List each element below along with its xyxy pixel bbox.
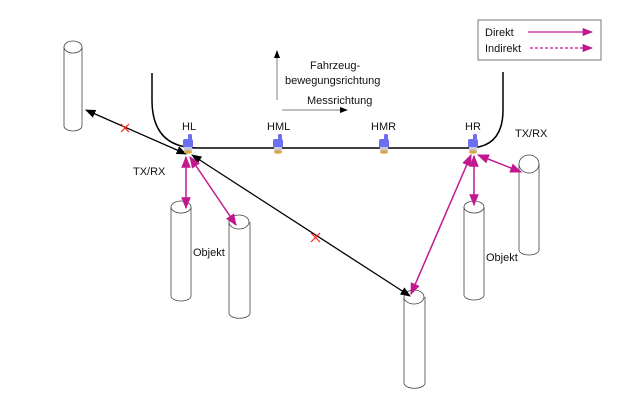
legend-box bbox=[477, 19, 602, 61]
sensor-label-hr: HR bbox=[465, 121, 481, 133]
sensor-hl[interactable] bbox=[183, 134, 193, 154]
direct-path-hl-object2 bbox=[189, 156, 237, 226]
txrx-label-left: TX/RX bbox=[133, 166, 166, 178]
blocked-path-hl-center bbox=[191, 154, 411, 297]
measurement-arrowhead-icon bbox=[340, 107, 348, 113]
blocked-x-icon-2 bbox=[310, 232, 321, 243]
legend-direct-label: Direkt bbox=[485, 27, 514, 39]
vehicle-motion-label-line2: bewegungsrichtung bbox=[285, 75, 380, 87]
sensor-label-hl: HL bbox=[182, 121, 196, 133]
sensor-label-hml: HML bbox=[267, 121, 290, 133]
sensor-hr[interactable] bbox=[468, 134, 478, 154]
object-label-left: Objekt bbox=[193, 247, 225, 259]
object-right-2 bbox=[518, 154, 540, 256]
vehicle-motion-arrowhead-icon bbox=[274, 50, 280, 58]
direct-path-hr-object2 bbox=[476, 154, 523, 173]
legend-indirect-label: Indirekt bbox=[485, 43, 521, 55]
object-label-right: Objekt bbox=[486, 252, 518, 264]
object-center-bottom bbox=[403, 289, 426, 389]
sensor-hml[interactable] bbox=[273, 134, 283, 154]
blocked-path-hl-topleft bbox=[85, 109, 187, 155]
object-top-left bbox=[63, 40, 83, 132]
sensor-hmr[interactable] bbox=[379, 134, 389, 154]
object-left-2 bbox=[228, 214, 251, 319]
measurement-direction-label: Messrichtung bbox=[307, 95, 372, 107]
blocked-x-icon-1 bbox=[120, 123, 130, 133]
sensor-label-hmr: HMR bbox=[371, 121, 396, 133]
direction-indicators: Fahrzeug- bewegungsrichtung Messrichtung bbox=[274, 50, 380, 113]
direct-path-hr-center bbox=[410, 153, 472, 296]
object-right-1 bbox=[463, 200, 485, 301]
vehicle-motion-label-line1: Fahrzeug- bbox=[310, 60, 360, 72]
txrx-label-right: TX/RX bbox=[515, 128, 548, 140]
object-left-1 bbox=[170, 200, 192, 302]
legend: Direkt Indirekt bbox=[477, 19, 602, 61]
